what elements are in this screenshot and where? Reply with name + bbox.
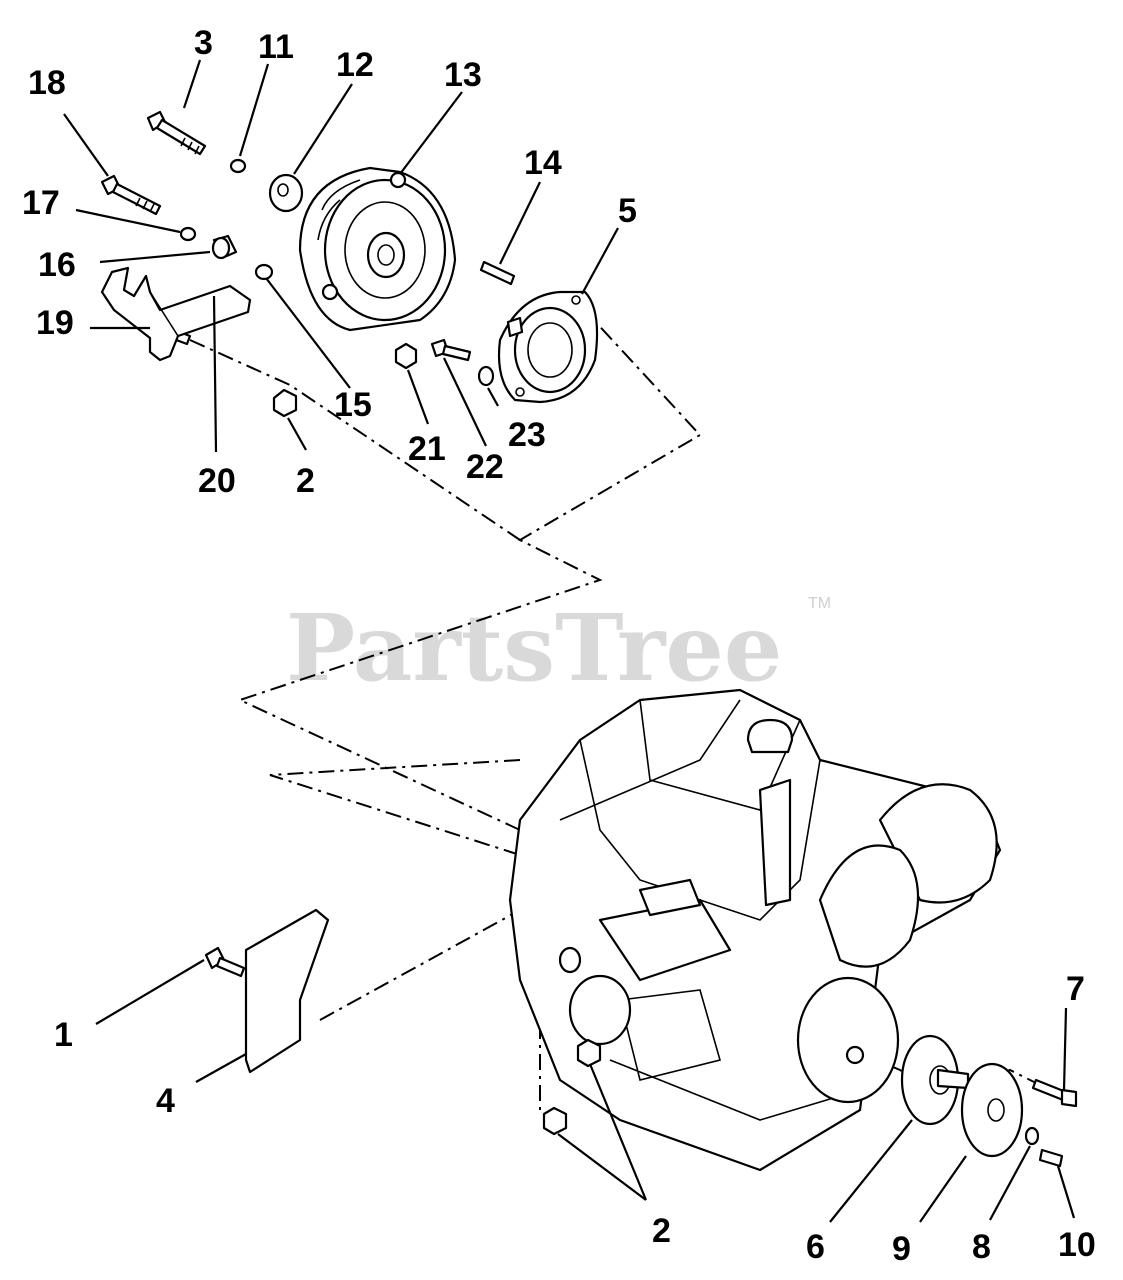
screw-15	[254, 263, 274, 281]
hub-6	[900, 1034, 970, 1126]
leader-21	[406, 369, 430, 425]
leader-14	[499, 181, 541, 265]
callout-14: 14	[524, 144, 562, 182]
nut-21	[394, 342, 418, 370]
callout-9: 9	[892, 1230, 911, 1268]
leader-1	[95, 959, 205, 1025]
leader-4	[195, 1053, 247, 1083]
leader-22	[443, 357, 487, 447]
callout-8: 8	[972, 1228, 991, 1266]
washer-8	[1024, 1126, 1040, 1146]
leader-16	[99, 250, 211, 264]
leader-2-top	[287, 417, 307, 451]
nut-2-bottom-a	[576, 1038, 602, 1068]
leader-15	[265, 277, 351, 389]
engine	[508, 688, 1002, 1172]
leader-18	[63, 113, 109, 177]
leader-17	[75, 208, 181, 234]
bolt-10	[1038, 1148, 1064, 1168]
callout-20: 20	[198, 462, 236, 500]
leader-10	[1056, 1165, 1076, 1219]
washer-23	[477, 365, 495, 387]
assembly-line-bracket	[189, 339, 521, 541]
callout-2-top: 2	[296, 462, 315, 500]
callout-22: 22	[466, 448, 504, 486]
callout-12: 12	[336, 46, 374, 84]
callout-18: 18	[28, 64, 66, 102]
leader-11	[238, 63, 270, 157]
leader-3	[182, 59, 202, 109]
bearing-plate-5	[497, 290, 599, 404]
callout-11: 11	[258, 28, 294, 66]
callout-numbers: 3 11 12 13 14 5 18 17 16 19 15 20 2 21 2…	[22, 24, 1096, 1268]
callout-6: 6	[806, 1228, 825, 1266]
leader-6	[829, 1119, 913, 1223]
callout-7: 7	[1066, 970, 1085, 1008]
leader-lines	[63, 59, 1076, 1223]
callout-10: 10	[1058, 1226, 1096, 1264]
leader-20	[212, 295, 218, 453]
leader-8	[989, 1145, 1031, 1221]
nut-2-top	[272, 388, 298, 418]
lockwasher-11	[229, 158, 247, 174]
washer-17	[179, 226, 197, 242]
washer-12	[268, 173, 304, 213]
callout-3: 3	[194, 24, 213, 62]
callout-23: 23	[508, 416, 546, 454]
bolt-22	[430, 338, 472, 362]
assembly-line-clutch	[237, 304, 702, 831]
spacer-16	[211, 234, 238, 260]
callout-5: 5	[618, 192, 637, 230]
leader-2-bottom	[557, 1063, 648, 1201]
callout-4: 4	[156, 1082, 175, 1120]
watermark: PartsTree TM	[286, 594, 831, 702]
callout-15: 15	[334, 386, 372, 424]
callout-16: 16	[38, 246, 76, 284]
callout-21: 21	[408, 430, 446, 468]
leader-9	[919, 1155, 967, 1223]
shield-4	[244, 908, 330, 1074]
leader-23	[487, 387, 499, 407]
leader-12	[293, 83, 353, 175]
bolt-18	[100, 174, 162, 216]
nut-2-bottom-b	[542, 1106, 568, 1136]
assembly-line-housing	[269, 759, 521, 856]
bolt-long	[146, 110, 207, 156]
callout-17: 17	[22, 184, 60, 222]
pulley-9	[960, 1062, 1024, 1158]
callout-1: 1	[54, 1016, 73, 1054]
assembly-line-shield	[319, 909, 521, 1021]
callout-2-bottom: 2	[652, 1212, 671, 1250]
watermark-trademark: TM	[808, 595, 831, 612]
bolt-7	[1031, 1078, 1078, 1108]
leader-13	[399, 91, 463, 175]
callout-19: 19	[36, 304, 74, 342]
bolt-1	[204, 946, 246, 978]
leader-7	[1062, 1007, 1068, 1091]
leader-5	[581, 227, 619, 295]
bracket-20	[100, 266, 252, 362]
electric-clutch	[298, 166, 457, 332]
key-14	[479, 260, 516, 286]
assembly-line-pulley	[829, 1039, 1041, 1097]
callout-13: 13	[444, 56, 482, 94]
watermark-brand: PartsTree	[286, 594, 782, 702]
